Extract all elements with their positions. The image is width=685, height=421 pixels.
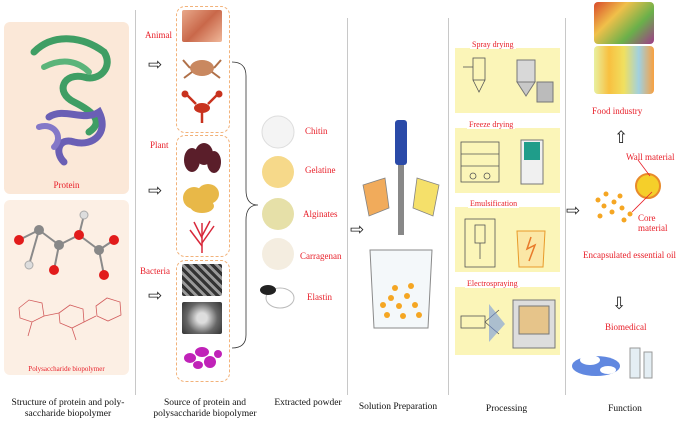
group-label-animal: Animal	[145, 30, 172, 40]
bacteria-cluster-icon	[184, 347, 222, 369]
freeze-dryer-icon	[460, 139, 544, 185]
arrow-right-icon: ⇨	[350, 220, 365, 240]
powder-label-gelatine: Gelatine	[305, 165, 336, 175]
crab-icon	[182, 59, 222, 79]
powder-swatches	[260, 115, 295, 309]
bracket-connector	[231, 61, 259, 349]
seaweed-yellow-icon	[183, 184, 219, 213]
plant-source-box	[176, 135, 230, 257]
arrow-right-icon: ⇨	[148, 181, 163, 201]
separator-1	[135, 10, 136, 395]
biomedical-label: Biomedical	[605, 322, 647, 332]
structure-caption: Structure of protein and poly-saccharide…	[11, 398, 125, 419]
polysaccharide-panel	[4, 200, 129, 375]
method-emulsification: Emulsification	[468, 199, 520, 208]
protein-panel	[4, 22, 129, 194]
method-electrospraying: Electrospraying	[465, 279, 520, 288]
powder-label-alginates: Alginates	[303, 209, 338, 219]
processing-caption: Processing	[485, 404, 528, 414]
source-caption: Source of protein and polysaccharide bio…	[153, 398, 257, 419]
wall-material-label: Wall material	[626, 152, 675, 162]
powder-caption: Extracted powder	[274, 398, 342, 408]
medical-vials-icon	[572, 347, 653, 379]
arrow-right-icon: ⇨	[566, 201, 581, 221]
powder-label-elastin: Elastin	[307, 292, 332, 302]
powder-label-chitin: Chitin	[305, 126, 328, 136]
arrow-right-icon: ⇨	[148, 55, 163, 75]
function-caption: Function	[608, 404, 642, 414]
spray-dryer-icon	[463, 57, 554, 103]
emulsifier-icon	[464, 218, 546, 268]
separator-2	[347, 18, 348, 395]
encapsulated-oil-label: Encapsulated essential oil	[583, 250, 676, 260]
food-products-image	[594, 2, 654, 44]
red-algae-icon	[189, 220, 215, 253]
protein-label: Protein	[53, 180, 80, 190]
group-label-plant: Plant	[150, 140, 169, 150]
solution-caption: Solution Preparation	[358, 402, 438, 412]
molecule-ball-stick-icon	[14, 210, 119, 280]
encapsulation-icon	[595, 159, 661, 223]
separator-3	[448, 18, 449, 395]
bacteria-sem-image-1	[182, 264, 222, 296]
core-material-label: Core material	[638, 213, 668, 233]
electrospray-icon	[460, 299, 556, 349]
shrimp-image	[182, 10, 222, 42]
polysaccharide-label: Polysaccharide biopolymer	[28, 365, 105, 373]
protein-structure-icon	[30, 35, 111, 166]
lobster-icon	[181, 90, 223, 123]
food-industry-label: Food industry	[592, 106, 643, 116]
seaweed-dark-icon	[184, 143, 221, 173]
beverages-image	[594, 46, 654, 94]
bacteria-sem-image-2	[182, 302, 222, 334]
bacteria-source-box	[176, 260, 230, 382]
group-label-bacteria: Bacteria	[140, 266, 170, 276]
animal-source-box	[176, 6, 230, 133]
method-freeze-drying: Freeze drying	[467, 120, 516, 129]
arrow-up-icon: ⇧	[614, 128, 629, 148]
method-spray-drying: Spray drying	[470, 40, 516, 49]
homogenizer-beakers-icon	[362, 120, 440, 329]
arrow-right-icon: ⇨	[148, 286, 163, 306]
polysaccharide-skeletal-icon	[18, 297, 122, 341]
separator-4	[565, 18, 566, 395]
arrow-down-icon: ⇩	[612, 294, 627, 314]
powder-label-carragenan: Carragenan	[300, 251, 342, 261]
